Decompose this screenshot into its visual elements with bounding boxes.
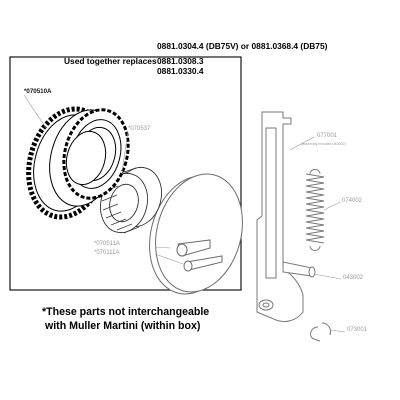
label-pin: 043002	[343, 275, 364, 281]
label-arm-note: (assembly includes 043002)	[301, 142, 346, 146]
label-gear: *070510A	[24, 88, 52, 95]
clip-drawing	[310, 322, 331, 342]
label-arm: 077001	[317, 133, 338, 139]
replaces-part-2: 0881.0330.4	[157, 66, 204, 76]
label-spring: 074002	[342, 198, 363, 204]
pin-drawing	[282, 261, 316, 278]
enclosure-box	[9, 56, 242, 291]
label-needle-bearing: *070537	[128, 126, 151, 132]
label-disc-2: *070111A	[94, 250, 120, 256]
footnote-line-1: *These parts not interchangeable	[42, 306, 210, 318]
part-numbers-main: 0881.0304.4 (DB75V) or 0881.0368.4 (DB75…	[157, 41, 328, 51]
label-clip: 073001	[347, 327, 368, 333]
footnote-line-2: with Muller Martini (within box)	[45, 320, 201, 332]
disc-drawing	[149, 173, 243, 295]
arm-lever	[256, 111, 304, 323]
needle-bearing-drawing	[100, 166, 162, 234]
label-disc-1: *070511A	[94, 241, 120, 247]
replaces-part-1: 0881.0308.3	[157, 56, 204, 66]
replaces-label: Used together replaces	[64, 56, 157, 66]
spring-drawing	[305, 169, 325, 251]
gear-drawing	[26, 106, 130, 220]
leader-lines	[23, 94, 346, 333]
